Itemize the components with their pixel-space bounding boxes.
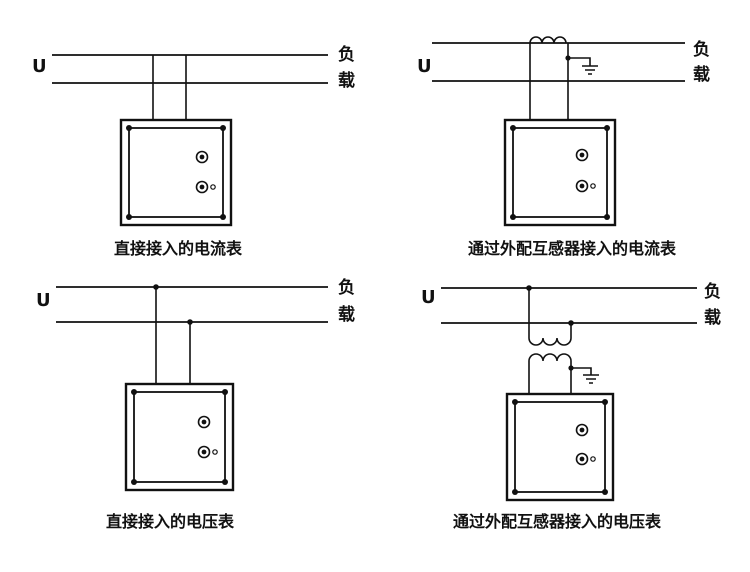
load-label-bottom: 载 bbox=[693, 64, 710, 85]
source-label: U bbox=[32, 56, 47, 77]
ground-icon bbox=[583, 374, 599, 384]
ground-icon bbox=[582, 65, 598, 75]
meter-icon bbox=[505, 392, 615, 502]
source-label: U bbox=[421, 287, 436, 308]
load-label-top: 负 bbox=[704, 281, 721, 302]
load-label-bottom: 载 bbox=[704, 307, 721, 328]
meter-icon bbox=[503, 118, 617, 227]
meter-icon bbox=[124, 382, 235, 492]
caption: 直接接入的电流表 bbox=[114, 239, 243, 258]
transformer-coil-icon bbox=[528, 337, 572, 346]
load-label-bottom: 载 bbox=[338, 304, 355, 325]
diagram-direct-voltmeter: U 负 载 直接接入的电压表 bbox=[36, 277, 355, 531]
transformer-coil-icon bbox=[528, 353, 572, 362]
caption: 通过外配互感器接入的电流表 bbox=[468, 239, 677, 258]
caption: 直接接入的电压表 bbox=[106, 512, 235, 531]
diagram-ct-ammeter: U 负 载 通过外配互感器接入的电流表 bbox=[417, 36, 710, 258]
diagram-direct-ammeter: U 负 载 直接接入的电流表 bbox=[32, 44, 355, 258]
load-label-top: 负 bbox=[338, 277, 355, 298]
caption: 通过外配互感器接入的电压表 bbox=[453, 512, 662, 531]
load-label-top: 负 bbox=[338, 44, 355, 65]
source-label: U bbox=[36, 290, 51, 311]
load-label-bottom: 载 bbox=[338, 70, 355, 91]
meter-icon bbox=[119, 118, 233, 227]
source-label: U bbox=[417, 56, 432, 77]
transformer-coil-icon bbox=[529, 36, 567, 44]
diagram-pt-voltmeter: U 负 载 通过外配互感器接入的电压表 bbox=[421, 281, 721, 531]
load-label-top: 负 bbox=[693, 39, 710, 60]
